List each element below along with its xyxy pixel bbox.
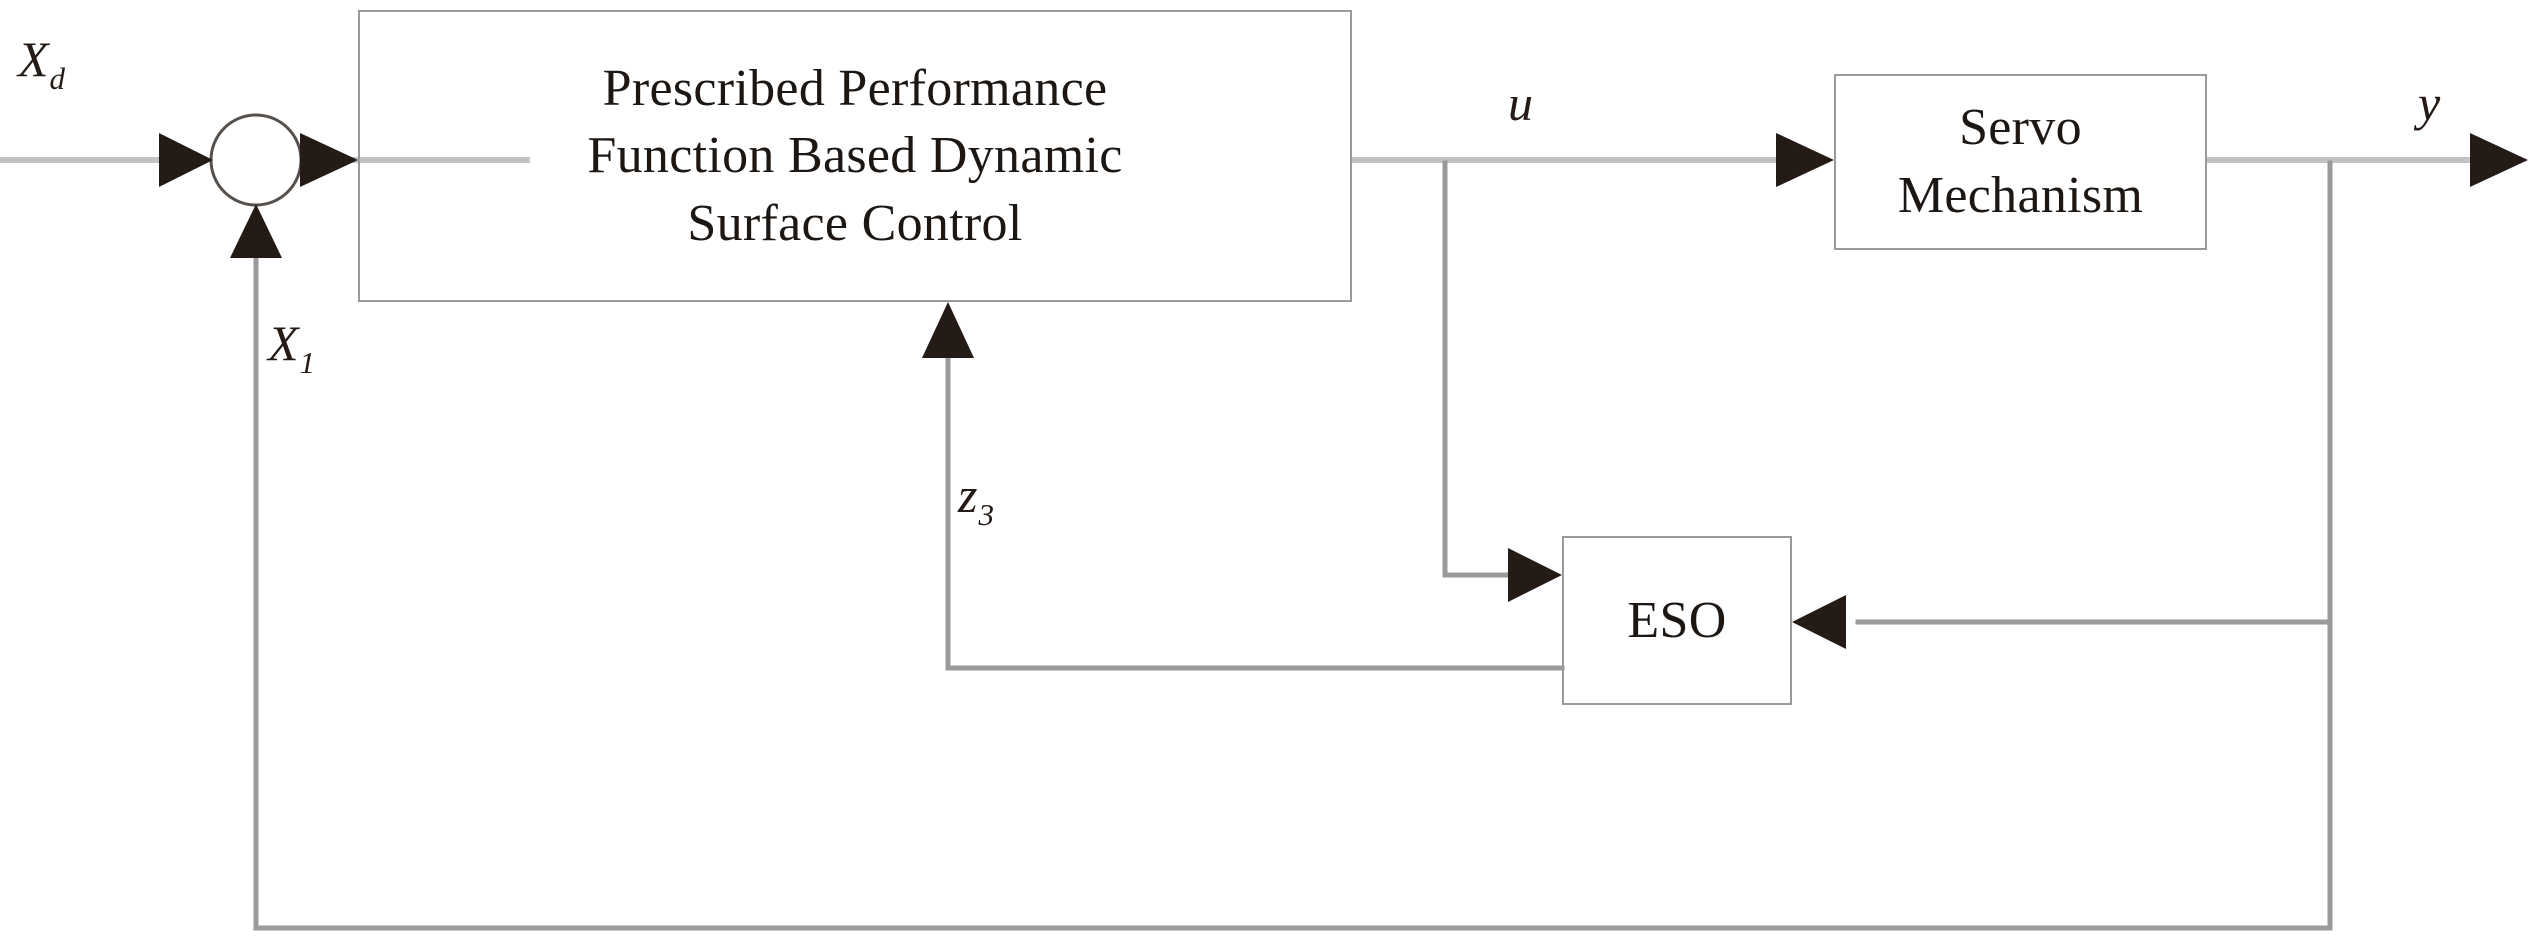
arrowhead-into-eso-left [1508,548,1562,602]
wire-eso-to-controller-z3 [945,322,1565,671]
arrowhead-into-sum [159,133,213,187]
block-prescribed-performance-controller[interactable]: Prescribed Performance Function Based Dy… [358,10,1352,302]
wire-output-to-sum-feedback [253,225,2333,931]
label-reference-base: X [18,31,49,87]
arrowhead-group [159,133,2528,649]
label-disturbance-estimate-subscript: 3 [978,497,994,533]
label-feedback-state-signal: X1 [268,315,315,378]
arrowhead-into-controller [300,133,358,187]
label-disturbance-estimate-base: z [958,467,978,523]
label-feedback-state-base: X [268,315,299,371]
block-eso[interactable]: ESO [1562,536,1792,705]
label-output-base: y [2418,75,2441,131]
label-reference-signal: Xd [18,31,65,94]
block-servo-mechanism[interactable]: Servo Mechanism [1834,74,2207,250]
arrowhead-feedback-into-sum [230,204,282,258]
label-feedback-state-subscript: 1 [299,345,316,381]
block-eso-label: ESO [1627,591,1727,649]
label-control-input-signal: u [1508,78,1533,128]
arrowhead-z3-into-controller [922,302,974,358]
arrowhead-output-y [2470,133,2528,187]
arrowhead-into-eso-right [1792,595,1846,649]
block-controller-label: Prescribed Performance Function Based Dy… [587,59,1123,252]
summing-junction[interactable] [209,113,303,207]
arrowhead-into-servo [1776,133,1834,187]
wire-group-feedback [253,160,2333,931]
block-servo-label: Servo Mechanism [1897,99,2144,224]
label-output-signal: y [2418,78,2440,128]
wire-u-tap-to-eso [1442,160,1543,578]
label-control-input-base: u [1508,75,1533,131]
label-disturbance-estimate-signal: z3 [958,467,994,530]
label-reference-subscript: d [49,61,66,97]
